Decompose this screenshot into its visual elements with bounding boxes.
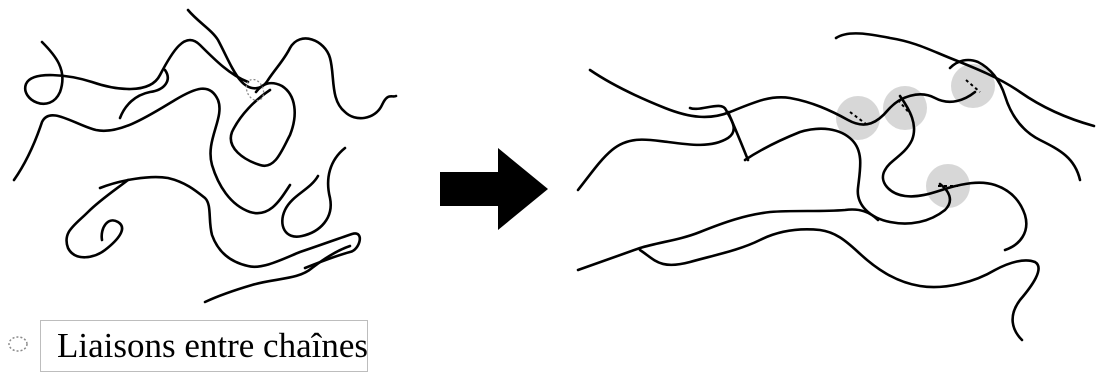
left-chain-1 <box>23 38 250 106</box>
right-chain-2 <box>576 104 735 192</box>
crosslink-zone-4 <box>926 164 970 208</box>
right-chain-4 <box>948 58 1082 182</box>
right-panel-network <box>576 32 1096 342</box>
right-chain-6 <box>743 127 952 225</box>
right-chain-3 <box>834 32 1096 128</box>
legend-label: Liaisons entre chaînes <box>57 326 369 365</box>
left-chain-4 <box>229 81 296 168</box>
left-chain-2 <box>12 87 292 215</box>
left-chain-8 <box>203 244 352 304</box>
right-chain-8 <box>638 228 1040 342</box>
left-chain-9 <box>118 68 170 120</box>
right-chain-7 <box>576 208 880 272</box>
crosslink-zone-2 <box>883 86 927 130</box>
dotted-ellipse-icon <box>8 336 28 352</box>
crosslink-zone-1 <box>836 96 880 140</box>
right-chain-5 <box>881 94 1028 252</box>
right-chain-1 <box>588 68 977 126</box>
left-chain-6 <box>65 178 130 259</box>
legend-box: Liaisons entre chaînes <box>40 320 368 372</box>
right-chain-9 <box>726 110 750 162</box>
left-chain-5 <box>98 175 362 270</box>
left-chain-3 <box>186 8 398 120</box>
left-crosslink-marker <box>245 78 265 102</box>
right-arrow-icon <box>440 148 548 230</box>
left-panel-chains <box>12 8 398 304</box>
left-chain-7 <box>281 146 347 238</box>
crosslink-zone-3 <box>951 64 995 108</box>
